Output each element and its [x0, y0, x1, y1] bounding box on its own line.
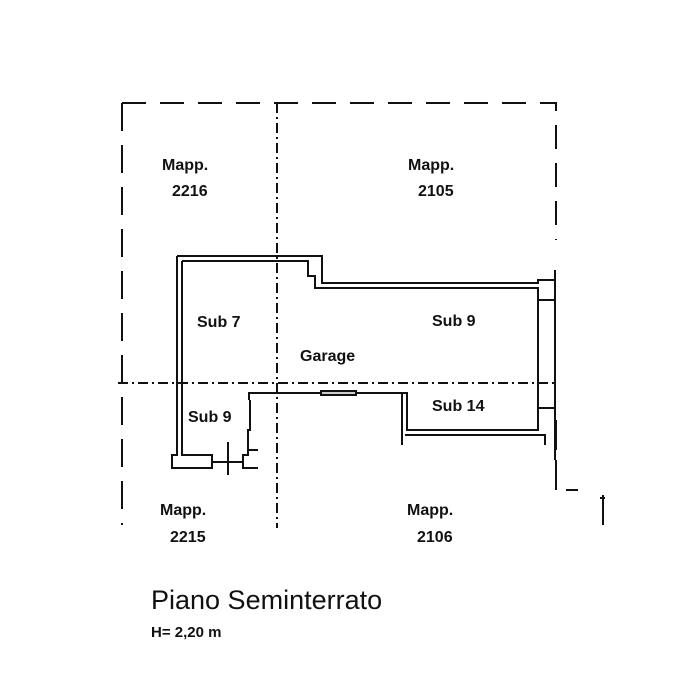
parcel-label: Mapp.	[407, 502, 453, 519]
room-label-sub7: Sub 7	[197, 314, 241, 331]
parcel-label: Mapp.	[408, 157, 454, 174]
room-label-sub9: Sub 9	[432, 313, 476, 330]
parcel-label: Mapp.	[160, 502, 206, 519]
room-label-sub9-small: Sub 9	[188, 409, 232, 426]
parcel-number: 2105	[418, 183, 454, 200]
parcel-number: 2215	[170, 529, 206, 546]
room-label-garage: Garage	[300, 348, 355, 365]
room-label-sub14: Sub 14	[432, 398, 485, 415]
parcel-number: 2106	[417, 529, 453, 546]
plan-title: Piano Seminterrato	[151, 585, 382, 615]
height-note: H= 2,20 m	[151, 624, 221, 641]
parcel-number: 2216	[172, 183, 208, 200]
building-walls	[171, 255, 556, 475]
parcel-division-lines	[118, 103, 556, 528]
parcel-label: Mapp.	[162, 157, 208, 174]
